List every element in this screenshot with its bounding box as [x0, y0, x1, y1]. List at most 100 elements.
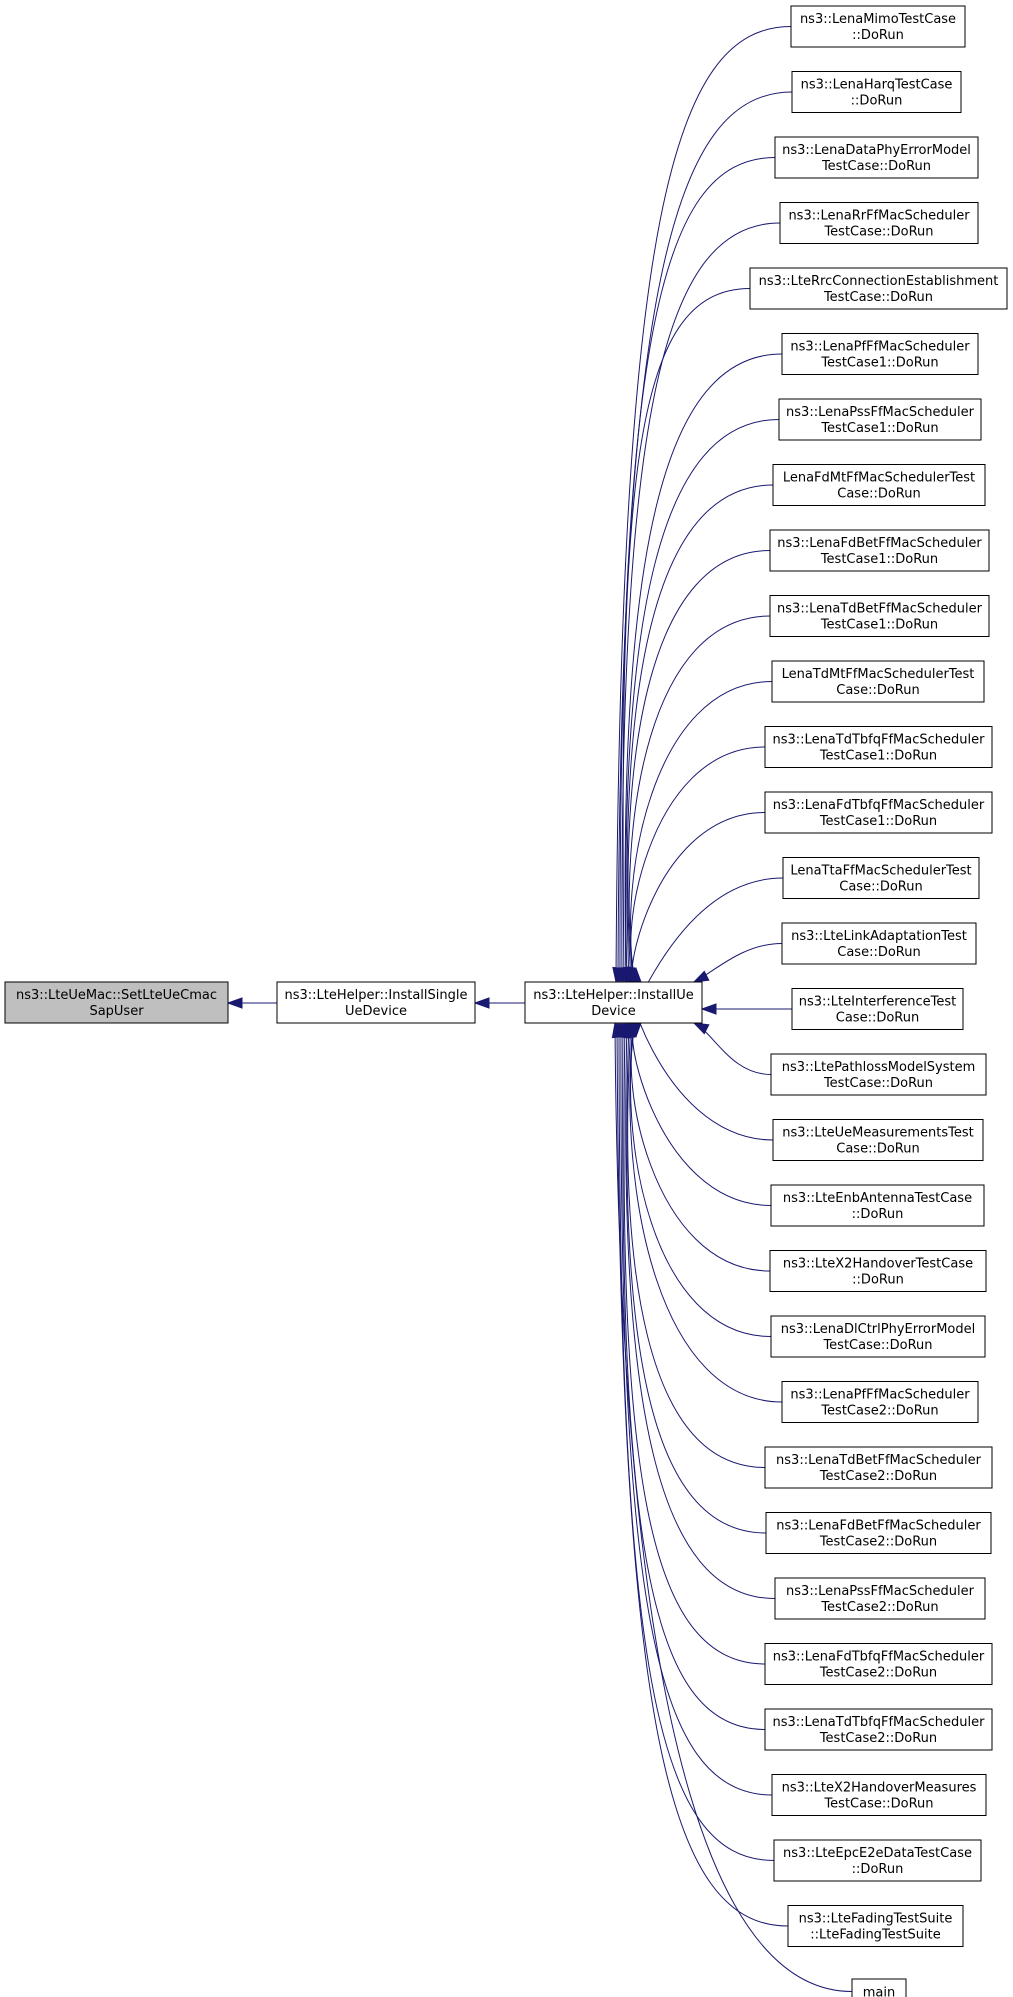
edge-caller-31 — [614, 1022, 853, 1992]
caller-node-3[interactable]: ns3::LenaDataPhyErrorModelTestCase::DoRu… — [774, 136, 979, 179]
caller-node-15-label-line2: Case::DoRun — [837, 945, 920, 960]
caller-node-20[interactable]: ns3::LteX2HandoverTestCase::DoRun — [769, 1250, 987, 1292]
caller-node-26[interactable]: ns3::LenaFdTbfqFfMacSchedulerTestCase2::… — [764, 1643, 993, 1685]
caller-node-6-label-line2: TestCase1::DoRun — [820, 356, 938, 371]
caller-node-10[interactable]: ns3::LenaTdBetFfMacSchedulerTestCase1::D… — [769, 595, 990, 637]
caller-node-23-label-line1: ns3::LenaTdBetFfMacScheduler — [776, 1453, 982, 1468]
caller-node-5[interactable]: ns3::LteRrcConnectionEstablishmentTestCa… — [749, 267, 1008, 310]
caller-node-1-label-line2: ::DoRun — [852, 28, 904, 43]
edge-caller-26 — [623, 1022, 766, 1665]
caller-node-18-label-line1: ns3::LteUeMeasurementsTest — [782, 1126, 974, 1141]
caller-node-20-box — [769, 1250, 987, 1292]
caller-node-10-label-line2: TestCase1::DoRun — [820, 618, 938, 633]
caller-node-6[interactable]: ns3::LenaPfFfMacSchedulerTestCase1::DoRu… — [781, 333, 979, 375]
caller-node-17[interactable]: ns3::LtePathlossModelSystemTestCase::DoR… — [770, 1053, 987, 1096]
caller-node-7-label-line2: TestCase1::DoRun — [820, 421, 938, 436]
caller-node-16-box — [791, 988, 964, 1030]
edge-caller-14-arrowhead — [627, 967, 642, 984]
caller-node-13[interactable]: ns3::LenaFdTbfqFfMacSchedulerTestCase1::… — [764, 791, 993, 834]
caller-node-17-label-line1: ns3::LtePathlossModelSystem — [782, 1060, 976, 1075]
caller-node-25[interactable]: ns3::LenaPssFfMacSchedulerTestCase2::DoR… — [774, 1577, 986, 1620]
caller-node-14-label-line1: LenaTtaFfMacSchedulerTest — [790, 864, 971, 879]
caller-node-5-label-line2: TestCase::DoRun — [823, 290, 933, 305]
edge-caller-23 — [627, 1022, 766, 1468]
edge-caller-30 — [616, 1022, 789, 1927]
caller-node-9-box — [769, 529, 990, 572]
caller-node-13-label-line1: ns3::LenaFdTbfqFfMacScheduler — [773, 798, 985, 813]
focus-node-label-line1: ns3::LteUeMac::SetLteUeCmac — [16, 988, 217, 1003]
caller-node-7[interactable]: ns3::LenaPssFfMacSchedulerTestCase1::DoR… — [778, 398, 982, 441]
caller-node-3-box — [774, 136, 979, 179]
caller-node-8-label-line1: LenaFdMtFfMacSchedulerTest — [783, 471, 975, 486]
caller-node-19-label-line2: ::DoRun — [852, 1207, 904, 1222]
caller-node-30[interactable]: ns3::LteFadingTestSuite::LteFadingTestSu… — [787, 1905, 964, 1947]
focus-node-box — [4, 981, 229, 1024]
caller-node-11-label-line2: Case::DoRun — [836, 683, 919, 698]
nodes: ns3::LteUeMac::SetLteUeCmacSapUserns3::L… — [4, 5, 1008, 1997]
caller-node-23[interactable]: ns3::LenaTdBetFfMacSchedulerTestCase2::D… — [764, 1446, 993, 1489]
edge-caller-31-arrowhead — [611, 1021, 623, 1039]
caller-node-4-box — [779, 202, 979, 244]
caller-node-21[interactable]: ns3::LenaDlCtrlPhyErrorModelTestCase::Do… — [770, 1315, 986, 1358]
caller-node-24[interactable]: ns3::LenaFdBetFfMacSchedulerTestCase2::D… — [765, 1512, 992, 1554]
caller-node-22[interactable]: ns3::LenaPfFfMacSchedulerTestCase2::DoRu… — [781, 1381, 979, 1423]
caller-node-11-label-line1: LenaTdMtFfMacSchedulerTest — [782, 667, 975, 682]
caller-node-8-box — [772, 464, 986, 506]
install-single-ue-device-node-label-line1: ns3::LteHelper::InstallSingle — [285, 988, 468, 1003]
caller-node-12-box — [764, 726, 993, 768]
caller-node-19-box — [770, 1184, 985, 1227]
edge-caller-7 — [625, 419, 780, 983]
edge-caller-6 — [624, 353, 783, 983]
caller-node-24-label-line1: ns3::LenaFdBetFfMacScheduler — [776, 1519, 981, 1534]
caller-node-12[interactable]: ns3::LenaTdTbfqFfMacSchedulerTestCase1::… — [764, 726, 993, 768]
caller-node-18-box — [772, 1119, 984, 1161]
edge-caller-11 — [630, 681, 773, 983]
caller-node-17-label-line2: TestCase::DoRun — [823, 1076, 933, 1091]
caller-node-22-box — [781, 1381, 979, 1423]
edge-caller-3 — [619, 157, 776, 983]
edge-caller-9 — [627, 550, 771, 983]
caller-node-13-box — [764, 791, 993, 834]
caller-node-1[interactable]: ns3::LenaMimoTestCase::DoRun — [790, 5, 966, 48]
caller-node-31[interactable]: main — [851, 1978, 907, 1997]
caller-node-21-label-line2: TestCase::DoRun — [822, 1338, 932, 1353]
caller-node-2-label-line1: ns3::LenaHarqTestCase — [801, 78, 953, 93]
edge-caller-4 — [621, 222, 781, 983]
caller-node-26-box — [764, 1643, 993, 1685]
caller-node-27[interactable]: ns3::LenaTdTbfqFfMacSchedulerTestCase2::… — [764, 1708, 993, 1751]
edge-caller-21 — [630, 1022, 772, 1337]
caller-node-28-label-line2: TestCase::DoRun — [823, 1797, 933, 1812]
caller-node-27-label-line2: TestCase2::DoRun — [819, 1731, 937, 1746]
edge-caller-5 — [622, 288, 751, 983]
caller-node-6-label-line1: ns3::LenaPfFfMacScheduler — [790, 340, 970, 355]
caller-node-22-label-line1: ns3::LenaPfFfMacScheduler — [790, 1388, 970, 1403]
caller-node-23-label-line2: TestCase2::DoRun — [819, 1469, 937, 1484]
caller-node-5-box — [749, 267, 1008, 310]
caller-node-19[interactable]: ns3::LteEnbAntennaTestCase::DoRun — [770, 1184, 985, 1227]
install-single-ue-device-node-label-line2: UeDevice — [345, 1004, 407, 1019]
caller-node-2[interactable]: ns3::LenaHarqTestCase::DoRun — [791, 71, 962, 113]
caller-node-3-label-line1: ns3::LenaDataPhyErrorModel — [782, 143, 971, 158]
caller-node-16-label-line2: Case::DoRun — [836, 1011, 919, 1026]
caller-node-22-label-line2: TestCase2::DoRun — [820, 1404, 938, 1419]
caller-node-4-label-line2: TestCase::DoRun — [823, 225, 933, 240]
caller-node-25-box — [774, 1577, 986, 1620]
caller-node-28[interactable]: ns3::LteX2HandoverMeasuresTestCase::DoRu… — [771, 1774, 987, 1816]
caller-node-17-box — [770, 1053, 987, 1096]
caller-node-18-label-line2: Case::DoRun — [836, 1142, 919, 1157]
caller-node-1-label-line1: ns3::LenaMimoTestCase — [800, 12, 956, 27]
edge-caller-8 — [626, 484, 774, 983]
caller-node-9[interactable]: ns3::LenaFdBetFfMacSchedulerTestCase1::D… — [769, 529, 990, 572]
caller-node-29[interactable]: ns3::LteEpcE2eDataTestCase::DoRun — [773, 1839, 982, 1882]
